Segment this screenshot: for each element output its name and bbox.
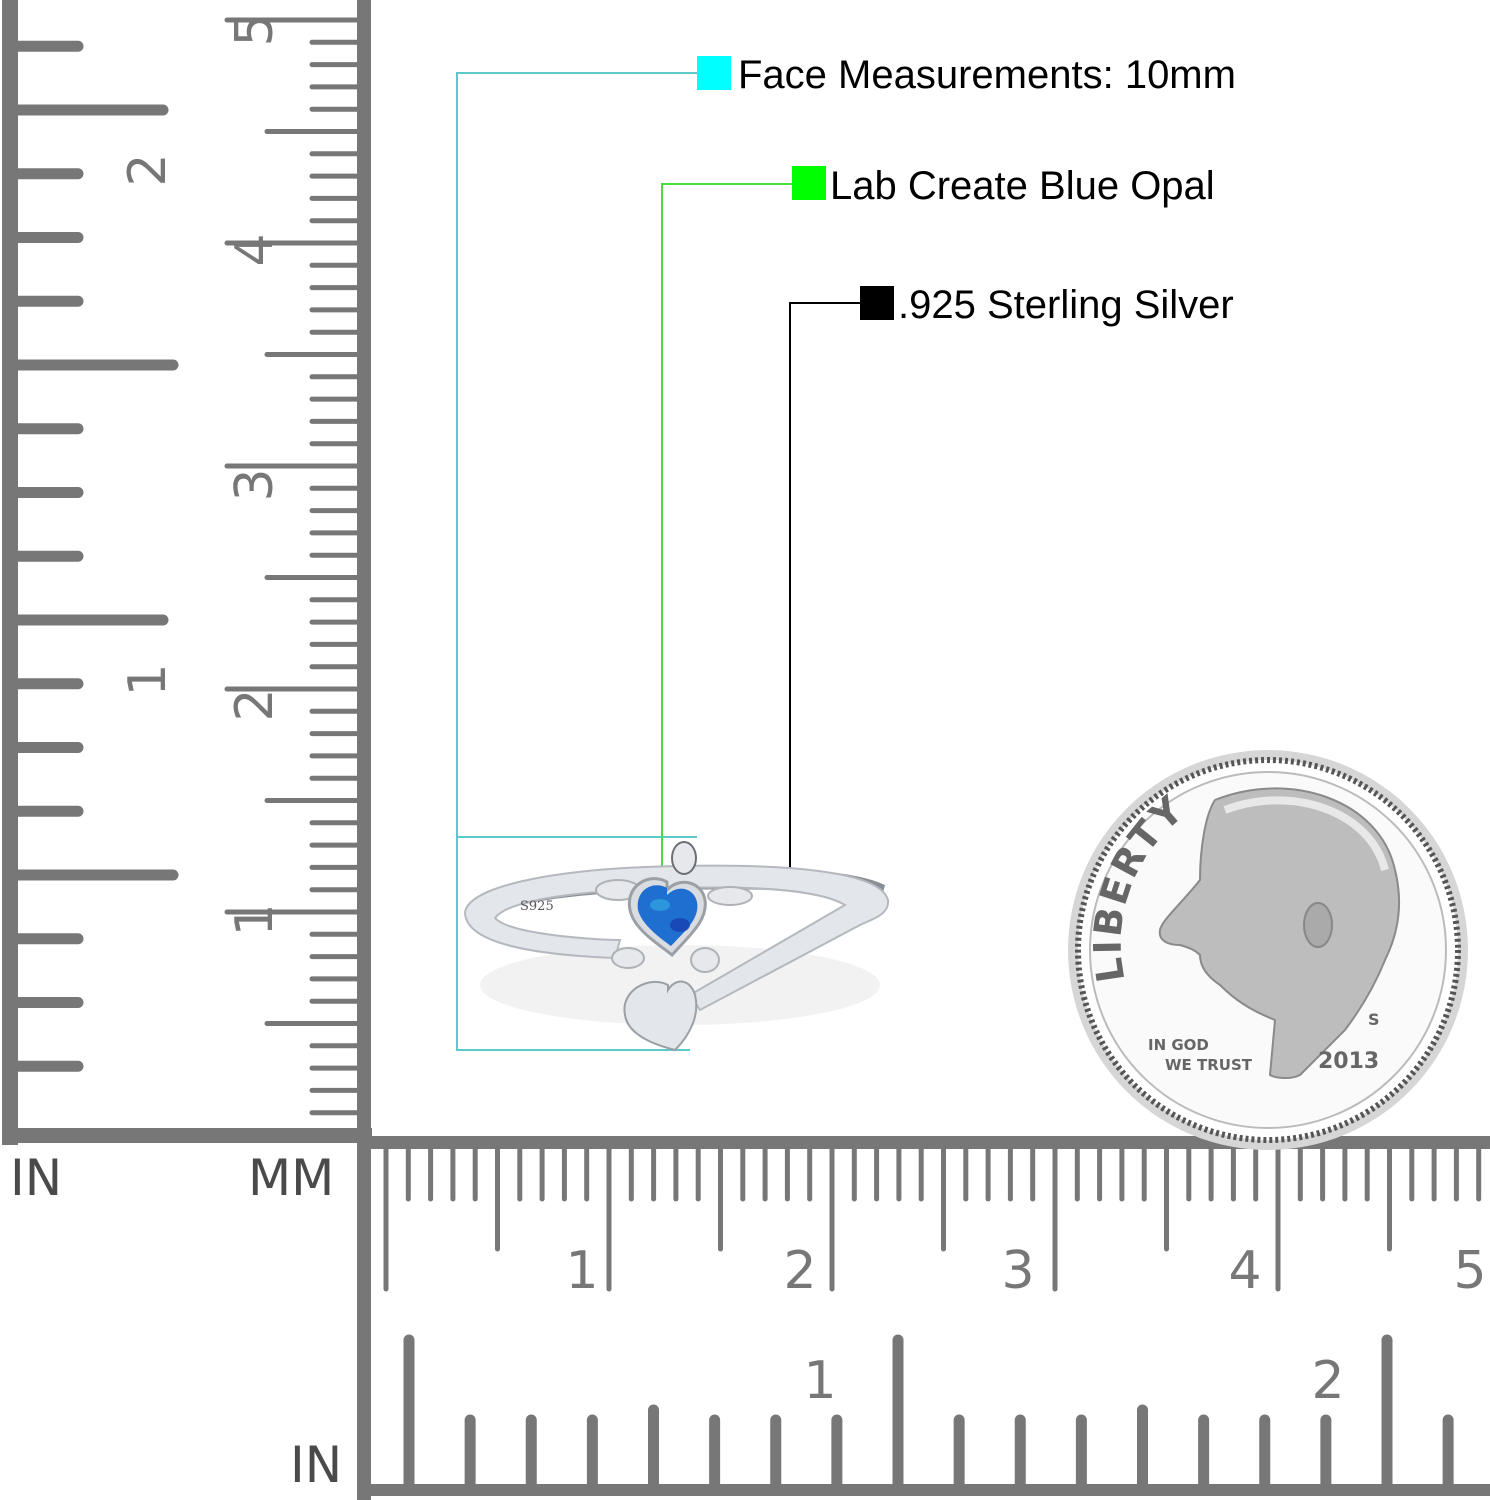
h-mm-label-2: 2 [783, 1241, 816, 1301]
v-in-label-1: 1 [118, 663, 178, 696]
bottom-inch-unit-label: IN [290, 1436, 343, 1494]
h-mm-label-5: 5 [1453, 1241, 1486, 1301]
v-mm-label-2: 2 [225, 688, 285, 721]
horizontal-inch-ticks [403, 1334, 1454, 1490]
v-mm-label-5: 5 [225, 13, 285, 46]
metal-swatch-icon [860, 286, 894, 320]
coin-motto-line1: IN GOD [1148, 1036, 1209, 1054]
v-mm-label-4: 4 [225, 233, 285, 266]
h-mm-label-3: 3 [1001, 1241, 1034, 1301]
metal-leader-line [789, 302, 862, 890]
face-leader-line [456, 72, 700, 1051]
coin-year: 2013 [1318, 1049, 1379, 1074]
metal-label: .925 Sterling Silver [898, 283, 1234, 327]
left-inch-unit-label: IN [10, 1149, 63, 1207]
v-mm-label-3: 3 [225, 468, 285, 501]
coin-mint-mark: S [1368, 1010, 1380, 1029]
h-in-label-1: 1 [803, 1351, 836, 1411]
stone-label: Lab Create Blue Opal [830, 164, 1215, 208]
h-mm-label-4: 4 [1228, 1241, 1261, 1301]
ring-stamp: S925 [520, 899, 554, 914]
vertical-mm-ticks [224, 17, 360, 1116]
v-mm-label-1: 1 [225, 903, 285, 936]
h-in-label-2: 2 [1311, 1351, 1344, 1411]
coin-motto-line2: WE TRUST [1165, 1056, 1253, 1074]
dime-coin: LIBERTY IN GOD WE TRUST S 2013 [1068, 750, 1468, 1150]
mm-unit-label: MM [248, 1149, 335, 1207]
face-swatch-icon [697, 56, 731, 90]
stone-leader-line [661, 183, 795, 895]
face-measurement-label: Face Measurements: 10mm [738, 53, 1236, 97]
ring-image: S925 [463, 841, 890, 1052]
vertical-inch-ticks [12, 40, 179, 1072]
v-in-label-2: 2 [118, 153, 178, 186]
h-mm-label-1: 1 [565, 1241, 598, 1301]
horizontal-mm-ticks [383, 1146, 1482, 1292]
stone-swatch-icon [792, 166, 826, 200]
